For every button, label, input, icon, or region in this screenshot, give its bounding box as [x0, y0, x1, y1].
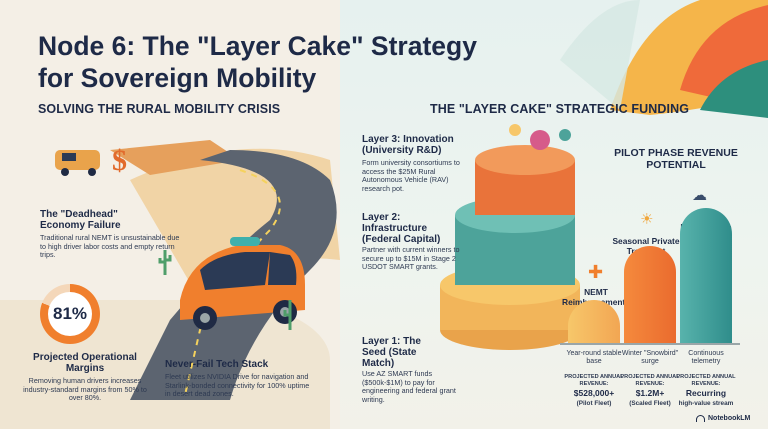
section-heading-layer-cake: THE "LAYER CAKE" STRATEGIC FUNDING [430, 102, 690, 116]
layer-cake-illustration [440, 124, 580, 350]
brand-label: NotebookLM [708, 415, 751, 422]
nemt-revenue-bar [568, 300, 620, 344]
autonomous-car-illustration [180, 237, 305, 330]
deadhead-title: The "Deadhead" Economy Failure [40, 209, 121, 231]
nemt-revenue-note: (Pilot Fleet) [576, 400, 612, 407]
data-revenue-bar [680, 208, 732, 344]
layer-1-text: Use AZ SMART funds ($500k-$1M) to pay fo… [362, 369, 456, 404]
layer-3-title: Layer 3: Innovation (University R&D) [362, 134, 454, 156]
layer-2-text: Partner with current winners to secure u… [362, 245, 460, 272]
seasonal-sub: Winter "Snowbird" surge [621, 350, 679, 365]
margin-percent: 81% [48, 292, 92, 336]
nemt-revenue-value: $528,000+ [573, 388, 615, 398]
margin-progress-ring: 81% [40, 284, 100, 344]
nemt-sub: Year-round stable base [566, 350, 622, 365]
sun-icon: ☀ [640, 210, 653, 228]
margins-text: Removing human drivers increases industr… [23, 376, 147, 403]
data-revenue-note: high-value stream [678, 400, 734, 407]
layer-2-title: Layer 2: Infrastructure (Federal Capital… [362, 212, 441, 245]
seasonal-revenue-bar [624, 246, 676, 344]
nemt-proj-label: PROJECTED ANNUAL REVENUE: [564, 374, 624, 387]
deadhead-text: Traditional rural NEMT is unsustainable … [40, 233, 180, 260]
notebooklm-logo-icon [696, 415, 705, 422]
seasonal-revenue-value: $1.2M+ [635, 388, 665, 398]
layer-3-text: Form university consortiums to access th… [362, 158, 460, 193]
seasonal-revenue-note: (Scaled Fleet) [629, 400, 671, 407]
van-illustration [55, 150, 100, 176]
brand-watermark: NotebookLM [696, 415, 750, 422]
data-revenue-value: Recurring [685, 388, 727, 398]
layer-1-title: Layer 1: The Seed (State Match) [362, 336, 421, 369]
bar-baseline [560, 343, 740, 345]
data-sub: Continuous telemetry [688, 350, 724, 365]
margins-title: Projected Operational Margins [33, 352, 137, 374]
tech-stack-text: Fleet utilizes NVIDIA Drive for navigati… [165, 372, 310, 399]
tech-stack-title: Never-Fail Tech Stack [165, 359, 269, 370]
cloud-icon: ☁ [692, 186, 707, 204]
plus-icon: ✚ [588, 262, 603, 283]
section-heading-rural-crisis: SOLVING THE RURAL MOBILITY CRISIS [38, 102, 281, 116]
page-title: Node 6: The "Layer Cake" Strategy for So… [38, 31, 477, 93]
seasonal-proj-label: PROJECTED ANNUAL REVENUE: [620, 374, 680, 387]
dollar-sign-icon: $ [112, 144, 127, 177]
data-proj-label: PROJECTED ANNUAL REVENUE: [676, 374, 736, 387]
pilot-revenue-heading: PILOT PHASE REVENUE POTENTIAL [614, 147, 738, 171]
